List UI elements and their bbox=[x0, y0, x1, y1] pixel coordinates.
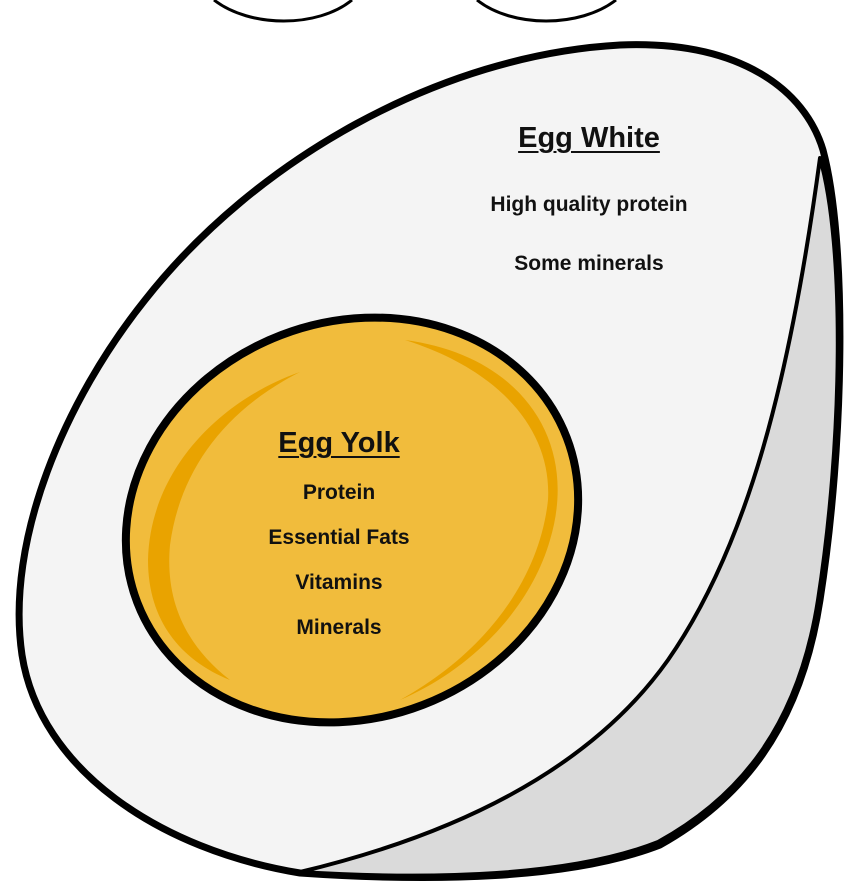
egg-yolk-item: Protein bbox=[303, 481, 375, 505]
egg-yolk-item: Vitamins bbox=[295, 571, 382, 595]
egg-yolk-item: Essential Fats bbox=[268, 526, 409, 550]
egg-yolk-title: Egg Yolk bbox=[278, 427, 399, 460]
egg-white-item: High quality protein bbox=[490, 193, 687, 217]
egg-white-item: Some minerals bbox=[514, 252, 663, 276]
top-right-circle-arc bbox=[477, 0, 616, 21]
egg-yolk-item: Minerals bbox=[296, 616, 381, 640]
top-left-circle-arc bbox=[214, 0, 352, 21]
egg-white-title: Egg White bbox=[518, 122, 660, 155]
